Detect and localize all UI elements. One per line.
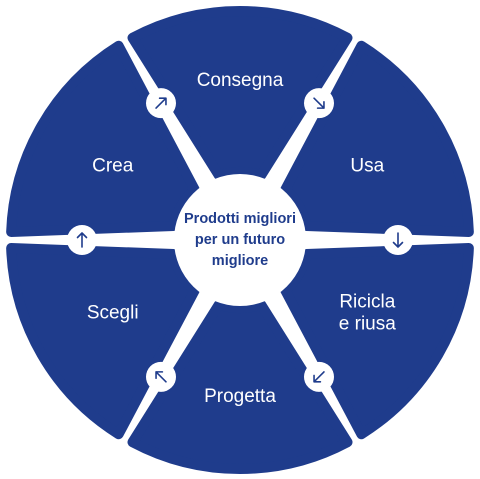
segment-label-progetta: Progetta — [204, 386, 276, 407]
center-title: Prodotti migliori per un futuro migliore — [184, 211, 296, 269]
arrows-layer — [67, 88, 413, 392]
segment-label-line: Ricicla — [339, 292, 395, 313]
segment-label-line: Scegli — [87, 303, 139, 324]
segment-progetta — [127, 299, 353, 474]
segment-label-consegna: Consegna — [197, 70, 284, 91]
arrow-consegna-usa-icon — [304, 88, 334, 119]
center-layer: Prodotti migliori per un futuro migliore — [174, 174, 306, 306]
segment-usa — [280, 40, 474, 237]
arrow-glyph — [313, 371, 325, 383]
segment-label-line: e riusa — [339, 314, 396, 335]
segment-label-line: Crea — [92, 156, 134, 177]
arrow-glyph — [313, 97, 325, 109]
center-circle — [174, 174, 306, 306]
center-title-line: migliore — [212, 253, 268, 269]
arrow-scegli-crea-icon — [67, 225, 97, 255]
segment-label-usa: Usa — [350, 156, 384, 177]
arrow-ricicla-progetta-icon — [304, 361, 334, 392]
segment-label-line: Consegna — [197, 70, 284, 91]
arrow-glyph — [392, 232, 404, 248]
segment-scegli — [6, 243, 200, 440]
segment-label-line: Usa — [350, 156, 384, 177]
arrow-usa-ricicla-icon — [383, 225, 413, 255]
arrow-glyph — [155, 97, 167, 109]
segment-label-scegli: Scegli — [87, 303, 139, 324]
segment-label-crea: Crea — [92, 156, 134, 177]
arrow-glyph — [155, 371, 167, 383]
arrow-progetta-scegli-icon — [146, 361, 176, 392]
center-title-line: Prodotti migliori — [184, 211, 296, 227]
segment-crea — [6, 40, 200, 237]
arrow-crea-consegna-icon — [146, 88, 176, 119]
segment-ricicla-e-riusa — [280, 243, 474, 440]
segment-consegna — [127, 6, 353, 181]
arrow-glyph — [76, 232, 88, 248]
center-title-line: per un futuro — [195, 232, 285, 248]
segment-label-line: Progetta — [204, 386, 276, 407]
